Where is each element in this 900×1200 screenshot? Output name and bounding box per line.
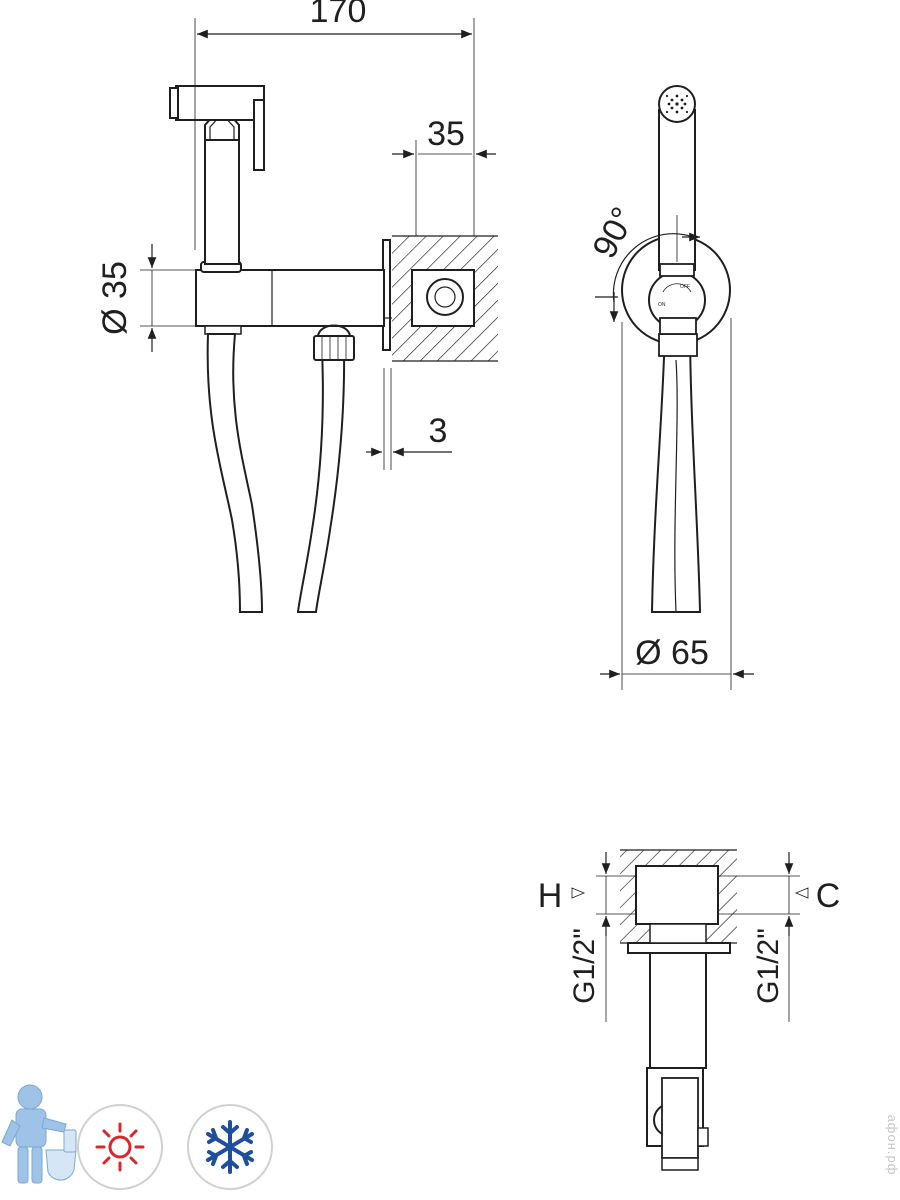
plumber-mascot-icon (1, 1084, 77, 1184)
thread-right: G1/2" (752, 928, 785, 1004)
dim-label-35-depth: 35 (427, 115, 465, 153)
front-view: OFF ON 90° Ø 65 (585, 85, 754, 690)
shower-hose (206, 333, 264, 613)
dimension-cold-inlet: C G1/2" (718, 852, 840, 1022)
sun-hot-water-icon (77, 1104, 163, 1190)
connection-view: H G1/2" C G1/2" (538, 849, 840, 1171)
supply-hose (296, 324, 355, 613)
side-view: 170 35 Ø 35 3 (96, 0, 498, 613)
dim-label-3: 3 (429, 412, 448, 450)
dim-label-tube-diameter: Ø 35 (96, 261, 134, 335)
cold-letter: C (816, 877, 841, 915)
dimension-170: 170 (194, 0, 475, 250)
watermark: афон.рф (885, 1115, 900, 1176)
hot-letter: H (538, 877, 563, 915)
dimension-hot-inlet: H G1/2" (538, 852, 636, 1022)
hand-shower (169, 85, 265, 265)
dimension-tube-diameter: Ø 35 (96, 244, 200, 352)
dim-label-plate-diameter: Ø 65 (635, 634, 709, 672)
dimension-plate-diameter: Ø 65 (600, 318, 754, 690)
connection-body (649, 952, 707, 1069)
snowflake-cold-water-icon (187, 1104, 273, 1190)
thread-left: G1/2" (568, 928, 601, 1004)
valve-mark-off: OFF (680, 284, 690, 290)
dimension-wall-depth: 35 (392, 115, 496, 236)
valve-mark-on: ON (658, 302, 666, 308)
dimension-plate-thickness: 3 (366, 368, 452, 470)
mixer-body (195, 261, 392, 335)
wall-section (392, 235, 498, 362)
dim-label-170: 170 (310, 0, 367, 30)
nozzle-holes (665, 94, 689, 114)
